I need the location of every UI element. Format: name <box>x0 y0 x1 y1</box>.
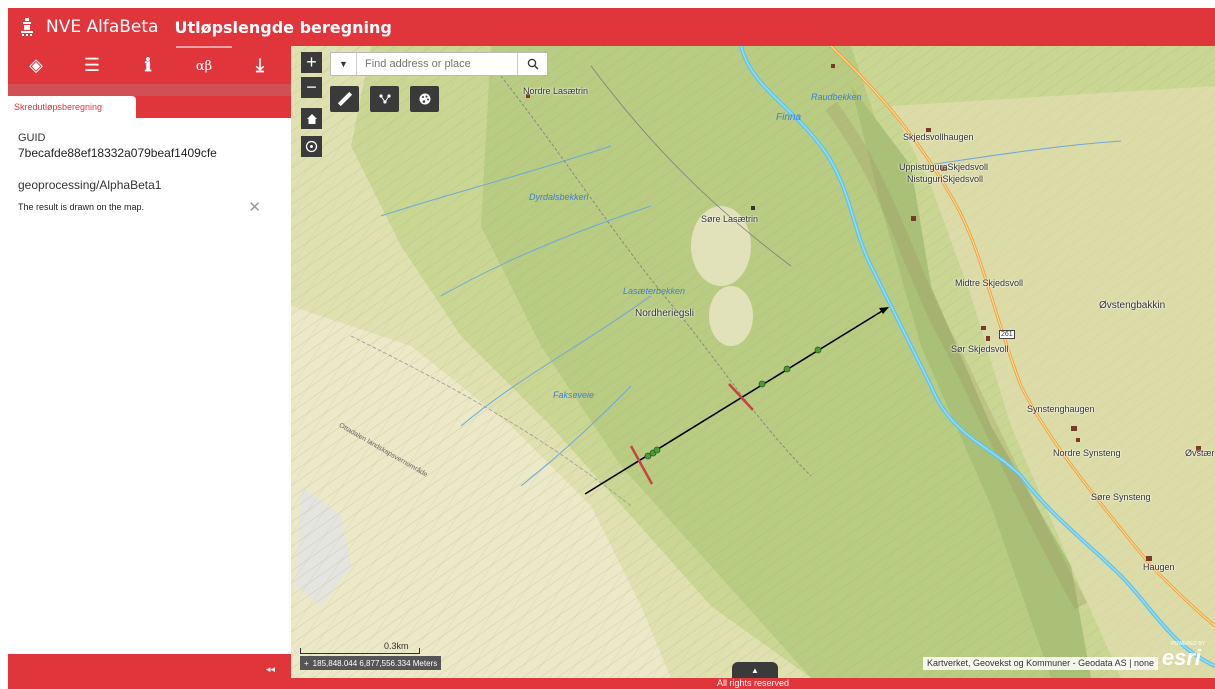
search-button[interactable] <box>517 53 547 75</box>
scale-label: 0.3km <box>384 641 409 651</box>
search-widget: ▼ <box>330 52 548 76</box>
app-name: NVE AlfaBeta <box>46 17 159 37</box>
guid-label: GUID <box>18 132 46 144</box>
panel-toolbar: ◈ ☰ ℹ αβ ⤓ <box>8 46 291 84</box>
layers-icon: ◈ <box>29 54 43 75</box>
guid-value: 7becafde88ef18332a079beaf1409cfe <box>18 146 217 160</box>
info-icon: ℹ <box>144 54 152 75</box>
crosshair-icon: + <box>304 658 309 668</box>
profile-point <box>783 365 791 373</box>
side-panel: ◈ ☰ ℹ αβ ⤓ Skredutløpsberegning GUID 7be… <box>8 46 291 689</box>
map-label: Øvstær <box>1185 448 1215 458</box>
palette-icon <box>419 93 430 105</box>
map-view[interactable]: Nordre Lasætrin Finna Raudbekken Skjedsv… <box>291 46 1215 678</box>
coordinate-readout[interactable]: + 185,848.044 6,877,556.334 Meters <box>300 656 442 670</box>
beta-marker <box>728 383 754 411</box>
profile-point <box>644 452 652 460</box>
map-label: Søre Synsteng <box>1091 492 1151 502</box>
app-subtitle: Utløpslengde beregning <box>174 17 392 37</box>
about-button[interactable]: ℹ <box>120 46 176 84</box>
map-label: Søre Lasætrin <box>701 214 759 224</box>
download-icon: ⤓ <box>256 54 264 75</box>
map-label: Lasæterbekken <box>623 286 686 296</box>
app-footer: All rights reserved <box>291 678 1215 689</box>
map-label: Øvstengbakkin <box>1099 300 1166 311</box>
profile-arrow <box>879 307 889 314</box>
map-label: Raudbekken <box>811 92 862 102</box>
powered-by-text: POWERED BY <box>1171 641 1205 647</box>
profile-point <box>653 446 661 454</box>
map-label: Haugen <box>1143 562 1175 572</box>
map-label: Dyrdalsbekken <box>529 192 589 202</box>
locate-button[interactable] <box>301 136 322 157</box>
map-label: Midtre Skjedsvoll <box>955 278 1024 288</box>
profile-point <box>758 380 766 388</box>
expand-bottom-panel-button[interactable]: ▲ <box>732 662 778 678</box>
panel-footer: ◂◂ <box>8 654 291 689</box>
result-row: The result is drawn on the map. ✕ <box>18 198 281 216</box>
tab-skredutlopsberegning[interactable]: Skredutløpsberegning <box>8 96 136 118</box>
map-label: Fakseveie <box>553 390 595 400</box>
collapse-panel-icon[interactable]: ◂◂ <box>265 664 275 674</box>
home-button[interactable] <box>301 108 322 129</box>
chevron-down-icon: ▼ <box>339 59 348 69</box>
geoprocessing-title: geoprocessing/AlphaBeta1 <box>18 178 162 192</box>
zoom-in-button[interactable]: + <box>301 52 322 73</box>
map-attribution: Kartverket, Geovekst og Kommuner - Geoda… <box>923 657 1158 670</box>
locate-icon <box>305 140 318 153</box>
list-icon: ☰ <box>83 54 101 75</box>
search-input[interactable] <box>357 54 517 74</box>
toolbar-strip <box>8 84 291 96</box>
draw-button[interactable] <box>410 86 439 112</box>
profile-point <box>814 346 822 354</box>
search-icon <box>527 58 538 70</box>
result-message: The result is drawn on the map. <box>18 202 145 212</box>
measure-button[interactable] <box>330 86 359 112</box>
elevation-profile-button[interactable] <box>370 86 399 112</box>
profile-line <box>584 307 888 495</box>
chevron-up-icon: ▲ <box>751 665 759 675</box>
map-label: UppistuguraSkjedsvoll <box>899 162 989 172</box>
ruler-icon <box>337 92 352 106</box>
esri-logo: esri <box>1161 645 1201 670</box>
map-label: Nordre Lasætrin <box>523 86 589 96</box>
alphabeta-button[interactable]: αβ <box>176 46 232 84</box>
map-label: Skjedsvollhaugen <box>903 132 974 142</box>
panel-content: GUID 7becafde88ef18332a079beaf1409cfe ge… <box>8 118 291 654</box>
panel-tabs: Skredutløpsberegning <box>8 96 291 118</box>
app-header: NVE AlfaBeta Utløpslengde beregning <box>8 8 1215 46</box>
download-button[interactable]: ⤓ <box>232 46 288 84</box>
search-source-dropdown[interactable]: ▼ <box>331 53 357 75</box>
map-label: Finna <box>776 112 802 123</box>
nve-logo-icon <box>20 17 34 37</box>
map-label: Nordre Synsteng <box>1053 448 1121 458</box>
coordinate-text: 185,848.044 6,877,556.334 Meters <box>312 658 438 668</box>
map-label: Synstenghaugen <box>1027 404 1095 414</box>
road-number: 261 <box>999 330 1015 339</box>
map-label: Nordheriegsli <box>635 308 694 319</box>
map-label: Sør Skjedsvoll <box>951 344 1009 354</box>
home-icon <box>306 113 317 124</box>
alpha-marker <box>629 445 654 485</box>
layers-button[interactable]: ◈ <box>8 46 64 84</box>
scale-bar <box>300 648 420 654</box>
map-canvas[interactable] <box>291 46 1215 678</box>
legend-button[interactable]: ☰ <box>64 46 120 84</box>
close-icon[interactable]: ✕ <box>248 199 261 216</box>
alphabeta-icon: αβ <box>195 58 213 74</box>
map-label: NistuguriSkjedsvoll <box>907 174 984 184</box>
profile-icon <box>378 94 391 104</box>
zoom-out-button[interactable]: − <box>301 77 322 98</box>
